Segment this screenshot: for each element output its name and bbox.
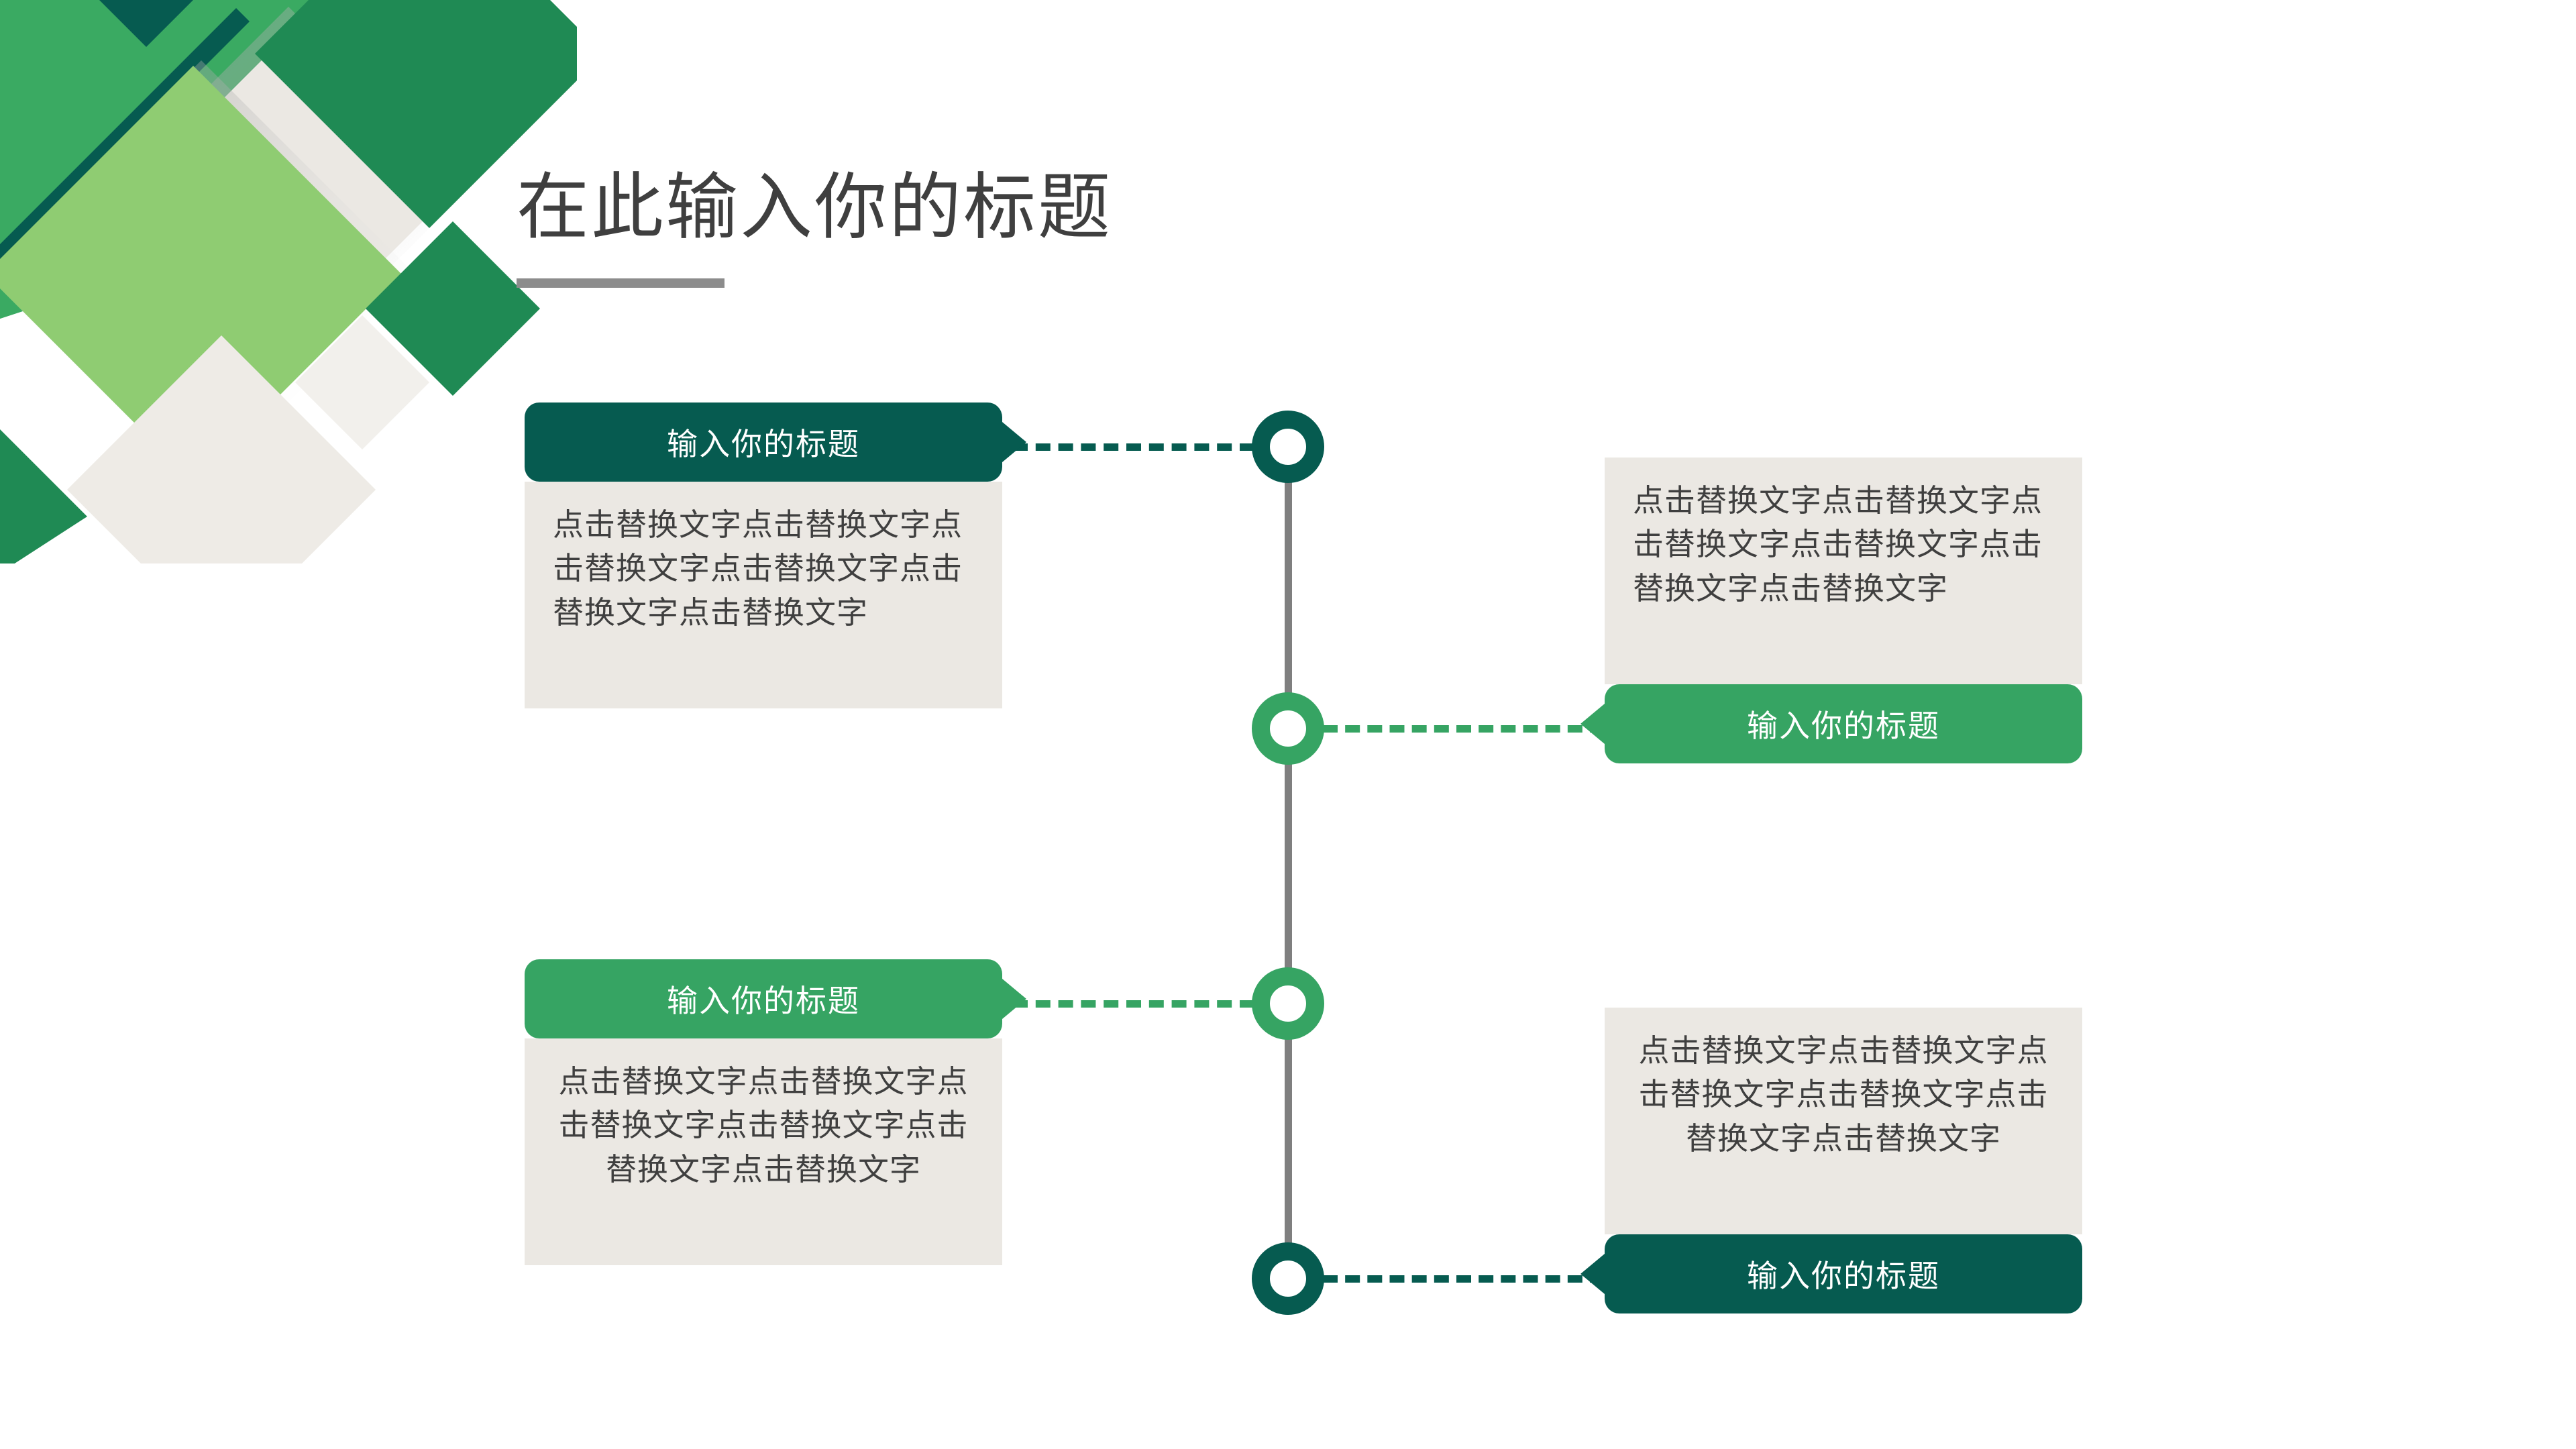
deco-shape-darkgreen-wedge xyxy=(0,429,87,564)
timeline-spine xyxy=(1285,443,1292,1295)
deco-shape-gray-diamond-lower xyxy=(67,335,376,564)
timeline-node-4[interactable] xyxy=(1252,1242,1324,1315)
deco-shape-midgreen-field xyxy=(0,0,127,144)
deco-shape-lightgreen-diamond xyxy=(0,66,401,482)
item-3-chip[interactable]: 输入你的标题 xyxy=(525,959,1002,1038)
item-1-body-text: 点击替换文字点击替换文字点击替换文字点击替换文字点击替换文字点击替换文字 xyxy=(553,507,963,630)
item-1-body-panel: 点击替换文字点击替换文字点击替换文字点击替换文字点击替换文字点击替换文字 xyxy=(525,482,1002,708)
item-4-chip-label: 输入你的标题 xyxy=(1747,1258,1940,1293)
item-4-chip[interactable]: 输入你的标题 xyxy=(1605,1234,2082,1313)
deco-shape-dark-bar-1 xyxy=(99,0,193,47)
item-3-body-panel: 点击替换文字点击替换文字点击替换文字点击替换文字点击替换文字点击替换文字 xyxy=(525,1038,1002,1265)
item-2-chip-label: 输入你的标题 xyxy=(1747,708,1940,743)
connector-dashed-1 xyxy=(1013,443,1254,451)
connector-dashed-2 xyxy=(1323,725,1605,733)
item-1-chip-label: 输入你的标题 xyxy=(667,427,860,462)
title-block: 在此输入你的标题 xyxy=(517,171,1456,288)
timeline-node-2[interactable] xyxy=(1252,692,1324,765)
deco-shape-darkgreen-small-diamond xyxy=(366,221,540,396)
deco-shape-gray-diamond-small xyxy=(295,315,429,449)
item-2-body-panel: 点击替换文字点击替换文字点击替换文字点击替换文字点击替换文字点击替换文字 xyxy=(1605,458,2082,684)
deco-shape-lightgreen-shadow xyxy=(0,60,416,490)
connector-dashed-4 xyxy=(1323,1275,1605,1283)
item-3-chip-label: 输入你的标题 xyxy=(667,983,860,1018)
item-4-body-text: 点击替换文字点击替换文字点击替换文字点击替换文字点击替换文字点击替换文字 xyxy=(1638,1033,2049,1156)
item-3-body-text: 点击替换文字点击替换文字点击替换文字点击替换文字点击替换文字点击替换文字 xyxy=(558,1064,969,1187)
deco-shape-gray-diamond xyxy=(141,20,463,342)
title-underline-rule xyxy=(517,278,724,288)
timeline-node-3[interactable] xyxy=(1252,967,1324,1040)
decorative-corner-graphic xyxy=(0,0,577,564)
page-title: 在此输入你的标题 xyxy=(517,166,1113,248)
deco-shape-dark-bar-2 xyxy=(0,8,250,271)
deco-shape-gray-diamond-shadow xyxy=(107,7,470,369)
connector-dashed-3 xyxy=(1013,1000,1254,1008)
item-4-body-panel: 点击替换文字点击替换文字点击替换文字点击替换文字点击替换文字点击替换文字 xyxy=(1605,1008,2082,1234)
item-2-chip[interactable]: 输入你的标题 xyxy=(1605,684,2082,763)
item-2-body-text: 点击替换文字点击替换文字点击替换文字点击替换文字点击替换文字点击替换文字 xyxy=(1633,483,2043,606)
timeline-node-1[interactable] xyxy=(1252,411,1324,483)
deco-shape-midgreen-body xyxy=(0,0,402,319)
item-1-chip[interactable]: 输入你的标题 xyxy=(525,402,1002,482)
